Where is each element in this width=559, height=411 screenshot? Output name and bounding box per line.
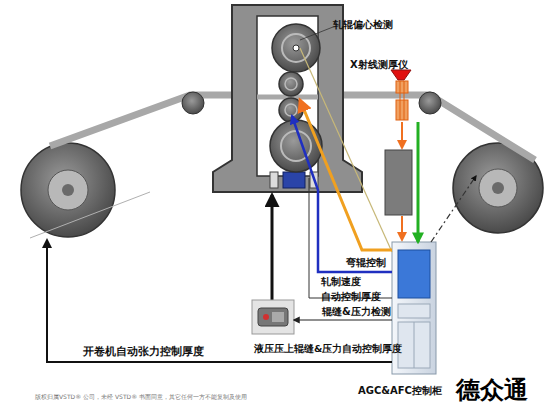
xray-detector bbox=[396, 100, 408, 120]
pump-motor bbox=[272, 312, 284, 322]
control-cabinet bbox=[392, 242, 436, 374]
signal-arrow bbox=[401, 122, 403, 148]
control-cabinet: AGC&AFC控制柜 bbox=[392, 242, 436, 374]
xray-beam bbox=[404, 81, 405, 120]
coiler-hub bbox=[492, 182, 504, 194]
mill-housing bbox=[213, 5, 362, 192]
hydraulic-unit bbox=[252, 300, 294, 334]
signal-arrow bbox=[401, 216, 403, 240]
leader-line bbox=[300, 27, 333, 40]
signal-processor bbox=[385, 150, 412, 215]
cabinet-screen bbox=[398, 250, 430, 298]
text-label: 版权归属VSTD® 公司，未经 VSTD® 书面同意，其它任何一方不能复制及使用 bbox=[35, 392, 247, 401]
strip-edge bbox=[30, 192, 150, 238]
cylinder bbox=[270, 172, 278, 188]
node-label: X射线测厚仪 bbox=[350, 58, 408, 72]
roll-ring bbox=[285, 104, 297, 116]
deflector-roll bbox=[182, 92, 204, 114]
hydraulic-pump bbox=[258, 308, 288, 326]
xray-head bbox=[396, 81, 408, 93]
backup-roll bbox=[272, 24, 320, 72]
eccentricity-line bbox=[300, 48, 392, 252]
roll-center bbox=[293, 45, 299, 51]
roll-ring bbox=[285, 78, 297, 90]
text-label: 德众通 bbox=[456, 372, 528, 408]
roll-ring bbox=[282, 34, 310, 62]
coiler-core bbox=[479, 169, 517, 207]
cabinet-panel bbox=[398, 304, 430, 318]
connector bbox=[417, 122, 420, 242]
hydraulic-unit: 液压压上辊缝&压力自动控制厚度 bbox=[252, 300, 294, 334]
coiler-signal bbox=[431, 176, 476, 242]
node-label: 液压压上辊缝&压力自动控制厚度 bbox=[254, 343, 402, 356]
text-label: 轧制速度 自动控制厚度 bbox=[321, 274, 393, 304]
edge-label: 辊缝&压力检测 bbox=[322, 305, 391, 319]
cabinet-door bbox=[414, 322, 415, 368]
cabinet-panel bbox=[398, 322, 430, 368]
text-label: 开卷机自动张力控制厚度 bbox=[83, 344, 204, 361]
xray-gauge: X射线测厚仪 bbox=[390, 78, 426, 122]
xray-beam bbox=[400, 81, 401, 120]
work-roll bbox=[279, 72, 303, 96]
text-label: 弯辊控制 bbox=[346, 255, 386, 270]
node-label: AGC&AFC控制柜 bbox=[358, 384, 442, 398]
xray-source bbox=[391, 70, 411, 80]
uncoiler-hub bbox=[62, 184, 74, 196]
speed-line bbox=[292, 116, 392, 272]
press-line bbox=[271, 195, 274, 300]
deflector-roll bbox=[419, 92, 441, 114]
pump-valve bbox=[263, 314, 269, 320]
hydraulic-cylinder bbox=[283, 172, 305, 188]
uncoiler-core bbox=[48, 170, 88, 210]
connector bbox=[294, 319, 392, 320]
text-label: 轧辊偏心检测 bbox=[333, 17, 393, 32]
